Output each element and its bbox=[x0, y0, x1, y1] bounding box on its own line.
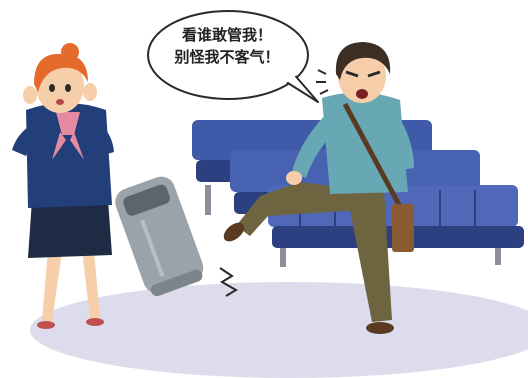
woman-leg bbox=[42, 250, 62, 322]
bench-leg bbox=[495, 240, 501, 265]
man-leg-standing bbox=[346, 190, 392, 322]
toppled-trash-bin bbox=[115, 176, 204, 297]
man-hair bbox=[335, 42, 391, 80]
bag-strap bbox=[342, 102, 407, 216]
woman-hand bbox=[83, 83, 97, 101]
bench-leg bbox=[280, 245, 286, 267]
frightened-woman bbox=[12, 43, 114, 329]
speech-line-2: 别怪我不客气！ bbox=[174, 48, 280, 66]
floor-shadow bbox=[30, 282, 528, 378]
woman-hair bbox=[34, 53, 88, 92]
woman-leg bbox=[82, 250, 100, 318]
man-leg-kicking bbox=[236, 182, 360, 236]
man-bag bbox=[392, 204, 414, 252]
bench-leg bbox=[205, 185, 211, 215]
woman-skirt bbox=[28, 200, 112, 258]
anger-marks bbox=[316, 69, 329, 95]
speech-line-1: 看谁敢管我！ bbox=[181, 26, 272, 44]
man-head bbox=[338, 49, 386, 103]
angry-man bbox=[223, 42, 414, 334]
speech-bubble-text: 看谁敢管我！ 别怪我不客气！ bbox=[172, 24, 282, 68]
impact-lines bbox=[219, 267, 238, 297]
woman-scarf bbox=[56, 112, 80, 135]
speech-bubble bbox=[147, 10, 319, 103]
woman-hand bbox=[23, 86, 37, 104]
